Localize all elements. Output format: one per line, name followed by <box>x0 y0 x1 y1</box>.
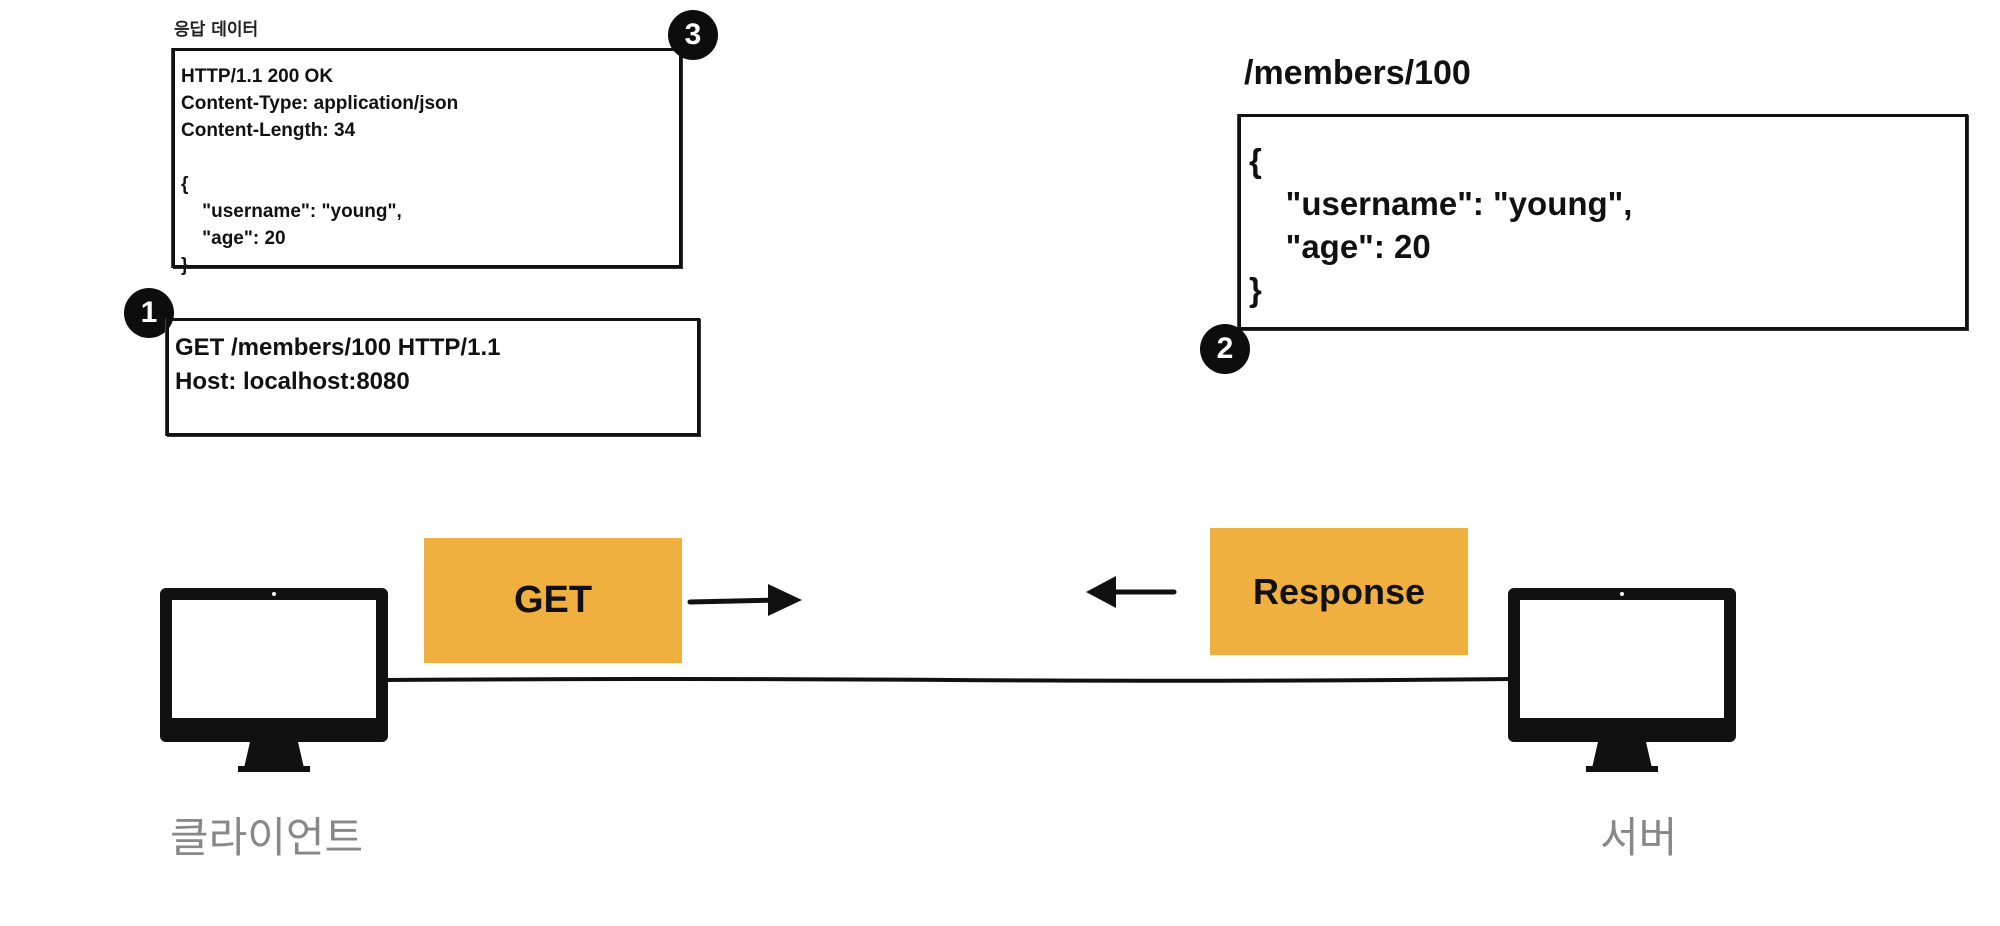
arrow-left-icon <box>1086 576 1177 608</box>
response-data-title: 응답 데이터 <box>174 20 259 40</box>
client-label: 클라이언트 <box>170 813 364 862</box>
response-message-box: HTTP/1.1 200 OK Content-Type: applicatio… <box>172 48 682 276</box>
get-label: GET <box>513 579 593 621</box>
server-monitor-icon <box>1508 588 1736 772</box>
response-message-text: HTTP/1.1 200 OK Content-Type: applicatio… <box>181 66 459 276</box>
response-label: Response <box>1252 570 1426 612</box>
request-message-text: GET /members/100 HTTP/1.1 Host: localhos… <box>175 334 501 395</box>
arrow-right-icon <box>687 584 802 616</box>
get-label-box: GET <box>424 538 682 663</box>
resource-data-box: { "username": "young", "age": 20 } <box>1238 114 1968 330</box>
client-monitor-icon <box>160 588 388 772</box>
resource-data-text: { "username": "young", "age": 20 } <box>1249 142 1633 308</box>
server-label: 서버 <box>1600 813 1678 862</box>
step-2-badge: 2 <box>1200 324 1250 374</box>
step-3-badge: 3 <box>668 10 718 60</box>
response-label-box: Response <box>1210 528 1468 655</box>
network-line <box>383 677 1517 683</box>
request-message-box: GET /members/100 HTTP/1.1 Host: localhos… <box>166 318 700 436</box>
step-1-badge: 1 <box>124 288 174 338</box>
resource-path: /members/100 <box>1244 54 1471 92</box>
